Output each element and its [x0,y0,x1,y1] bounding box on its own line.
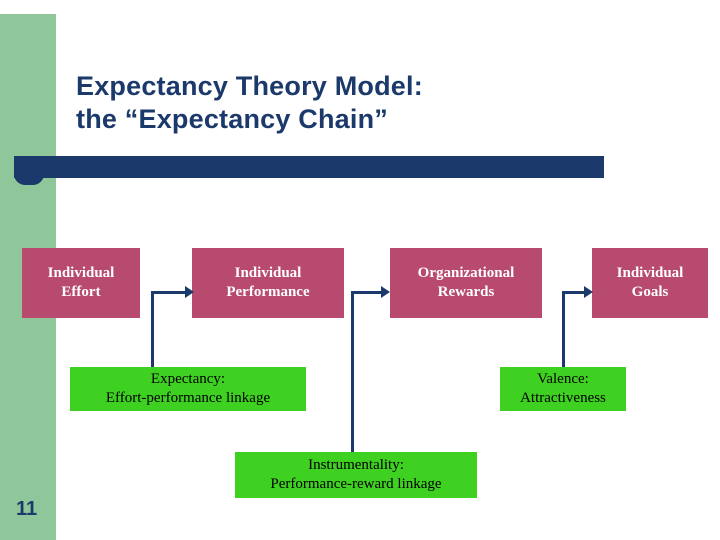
linkage-3-line2: Performance-reward linkage [270,476,442,492]
linkage-box-expectancy: Expectancy: Effort-performance linkage [70,367,306,411]
linkage-1-line2: Effort-performance linkage [105,390,271,406]
page-title: Expectancy Theory Model: the “Expectancy… [76,70,636,136]
stage-box-4-line1: Individual [616,265,684,282]
stage-box-1-line1: Individual [47,265,115,282]
stage-box-3-line1: Organizational [417,265,515,282]
linkage-2-line1: Valence: [537,370,589,387]
stage-box-individual-performance: Individual Performance [192,248,344,318]
connector-1-arrowhead [185,286,194,298]
stage-box-2-line1: Individual [234,265,302,282]
linkage-1-line1: Expectancy: [150,370,226,387]
connector-1-horizontal [151,291,187,294]
linkage-box-valence: Valence: Attractiveness [500,367,626,411]
page-title-line1: Expectancy Theory Model: [76,71,423,101]
title-underline-bar [14,156,604,178]
connector-2-horizontal [351,291,383,294]
stage-box-2-line2: Performance [226,284,310,300]
linkage-3-line1: Instrumentality: [308,456,404,473]
connector-3-vertical [562,291,565,369]
connector-3-arrowhead [584,286,593,298]
linkage-box-instrumentality: Instrumentality: Performance-reward link… [235,452,477,498]
slide-number: 11 [16,498,38,520]
page-title-line2: the “Expectancy Chain” [76,103,388,134]
stage-box-3-line2: Rewards [437,284,495,300]
title-underline-cap [14,163,44,185]
stage-box-organizational-rewards: Organizational Rewards [390,248,542,318]
stage-box-individual-effort: Individual Effort [22,248,140,318]
connector-2-vertical [351,291,354,454]
top-white-strip [0,0,245,14]
connector-3-horizontal [562,291,586,294]
linkage-2-line2: Attractiveness [520,390,606,406]
stage-box-individual-goals: Individual Goals [592,248,708,318]
stage-box-4-line2: Goals [631,284,669,300]
connector-1-vertical [151,291,154,369]
connector-2-arrowhead [381,286,390,298]
stage-box-1-line2: Effort [61,284,101,300]
